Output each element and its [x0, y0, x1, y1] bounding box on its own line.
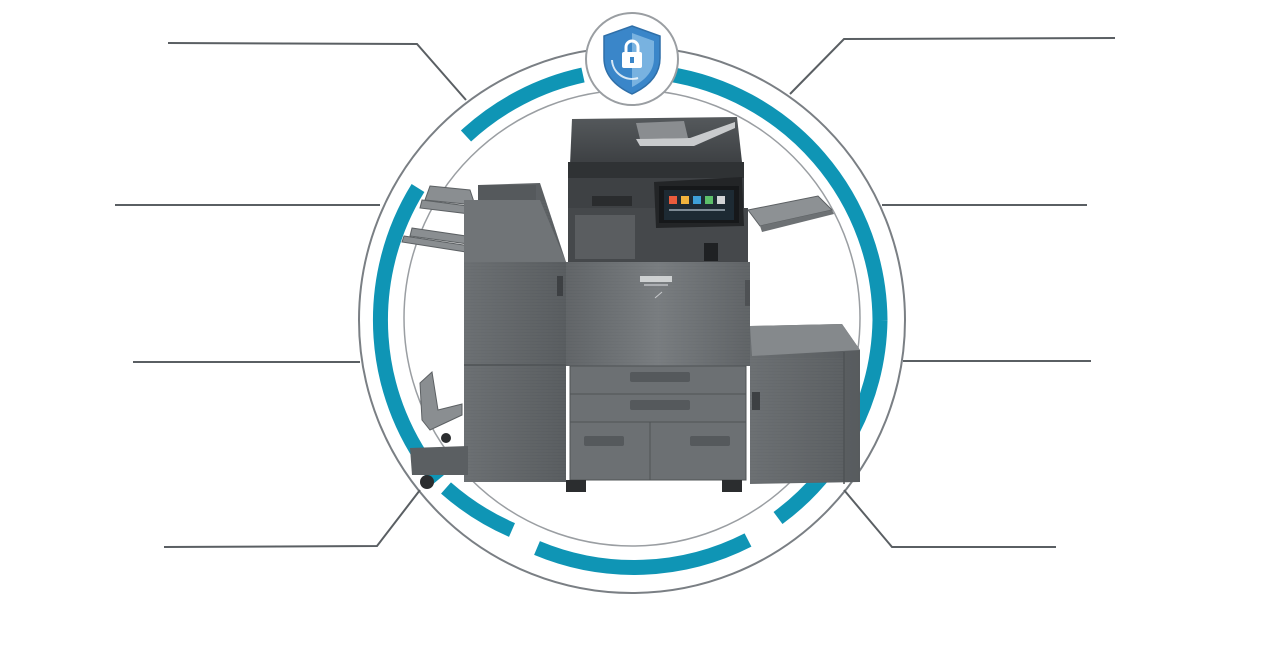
leader-line-bottom-right [843, 489, 1056, 548]
control-panel [654, 177, 744, 228]
leader-line-top-left [167, 42, 467, 101]
leader-line-top-right [789, 37, 1116, 95]
paper-drawers [566, 365, 747, 492]
accent-arc-top [460, 67, 585, 142]
main-body [566, 262, 750, 366]
shield-lock-icon [603, 25, 661, 95]
accent-arc-bottom [534, 533, 752, 575]
accent-arc-bottom-left [441, 482, 516, 537]
accent-arc-left [372, 184, 444, 485]
finisher-unit [410, 183, 566, 489]
leader-lines [115, 37, 1116, 548]
accent-arc-top-right [666, 66, 888, 321]
printer-illustration [401, 117, 860, 492]
side-output-tray [747, 195, 834, 232]
large-capacity-tray [750, 324, 860, 484]
shield-badge [585, 12, 679, 106]
leader-line-bottom-left [163, 489, 421, 548]
